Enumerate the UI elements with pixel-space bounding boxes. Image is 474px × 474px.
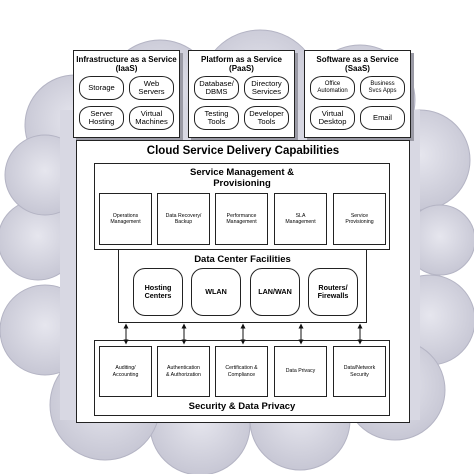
sec-certification: Certification & Compliance bbox=[215, 346, 268, 397]
sm-performance-management: Performance Management bbox=[215, 193, 268, 245]
saas-virtual-desktop: Virtual Desktop bbox=[310, 106, 355, 130]
service-management-box: Service Management & Provisioning Operat… bbox=[94, 163, 390, 250]
saas-office-automation: Office Automation bbox=[310, 76, 355, 100]
sm-sla-management: SLA Management bbox=[274, 193, 327, 245]
sm-service-provisioning: Service Provisioning bbox=[333, 193, 386, 245]
paas-database: Database/ DBMS bbox=[194, 76, 239, 100]
paas-directory-services: Directory Services bbox=[244, 76, 289, 100]
iaas-virtual-machines: Virtual Machines bbox=[129, 106, 174, 130]
iaas-web-servers: Web Servers bbox=[129, 76, 174, 100]
service-management-title: Service Management & Provisioning bbox=[189, 167, 294, 189]
paas-box: Platform as a Service (PaaS) Database/ D… bbox=[188, 50, 295, 138]
security-title: Security & Data Privacy bbox=[188, 401, 296, 412]
dc-routers-firewalls: Routers/ Firewalls bbox=[308, 268, 358, 316]
dc-wlan: WLAN bbox=[191, 268, 241, 316]
sec-auditing: Auditing/ Accounting bbox=[99, 346, 152, 397]
security-box: Auditing/ Accounting Authentication & Au… bbox=[94, 340, 390, 416]
sm-operations-management: Operations Management bbox=[99, 193, 152, 245]
saas-box: Software as a Service (SaaS) Office Auto… bbox=[304, 50, 411, 138]
iaas-box: Infrastructure as a Service (IaaS) Stora… bbox=[73, 50, 180, 138]
dc-lan-wan: LAN/WAN bbox=[250, 268, 300, 316]
saas-email: Email bbox=[360, 106, 405, 130]
sec-data-privacy: Data Privacy bbox=[274, 346, 327, 397]
saas-title: Software as a Service (SaaS) bbox=[316, 55, 399, 73]
data-center-box: Data Center Facilities Hosting Centers W… bbox=[118, 249, 367, 323]
saas-business-apps: Business Svcs Apps bbox=[360, 76, 405, 100]
paas-developer-tools: Developer Tools bbox=[244, 106, 289, 130]
paas-testing-tools: Testing Tools bbox=[194, 106, 239, 130]
iaas-server-hosting: Server Hosting bbox=[79, 106, 124, 130]
data-center-title: Data Center Facilities bbox=[194, 254, 291, 265]
sec-authentication: Authentication & Authorization bbox=[157, 346, 210, 397]
iaas-title: Infrastructure as a Service (IaaS) bbox=[76, 55, 177, 73]
sm-data-recovery: Data Recovery/ Backup bbox=[157, 193, 210, 245]
paas-title: Platform as a Service (PaaS) bbox=[201, 55, 282, 73]
delivery-title: Cloud Service Delivery Capabilities bbox=[146, 145, 340, 157]
iaas-storage: Storage bbox=[79, 76, 124, 100]
dc-hosting-centers: Hosting Centers bbox=[133, 268, 183, 316]
sec-network-security: Data/Network Security bbox=[333, 346, 386, 397]
